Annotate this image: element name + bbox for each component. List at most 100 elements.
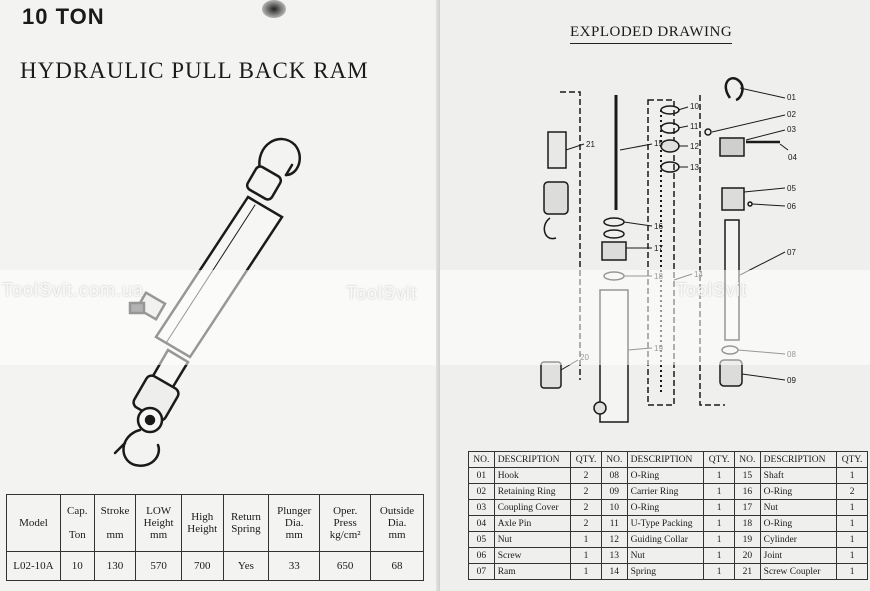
part-description-cell: Cylinder — [759, 531, 838, 548]
part-qty-cell: 1 — [703, 563, 735, 580]
part-description-cell: Retaining Ring — [493, 483, 572, 500]
part-number-cell: 01 — [468, 467, 495, 484]
callout-15: 15 — [654, 139, 663, 148]
col-plunger-dia: Plunger Dia.mm — [268, 494, 321, 552]
part-description-cell: Spring — [626, 563, 705, 580]
callout-01: 01 — [787, 93, 796, 102]
part-description-cell: Ram — [493, 563, 572, 580]
part-number-cell: 04 — [468, 515, 495, 532]
part-qty-cell: 1 — [570, 563, 602, 580]
part-qty-cell: 2 — [570, 499, 602, 516]
part-description-cell: Coupling Cover — [493, 499, 572, 516]
part-number-cell: 05 — [468, 531, 495, 548]
ink-smudge — [262, 0, 286, 18]
part-description-cell: Carrier Ring — [626, 483, 705, 500]
callout-12: 12 — [690, 142, 699, 151]
part-qty-cell: 2 — [836, 483, 868, 500]
callout-21: 21 — [586, 140, 595, 149]
callout-04: 04 — [788, 153, 797, 162]
part-description-cell: Hook — [493, 467, 572, 484]
part-number-cell: 09 — [600, 483, 628, 500]
callout-17: 17 — [654, 244, 663, 253]
callout-11: 11 — [690, 122, 699, 131]
part-number-cell: 03 — [468, 499, 495, 516]
part-number-cell: 07 — [468, 563, 495, 580]
part-qty-cell: 1 — [703, 515, 735, 532]
part-qty-cell: 1 — [836, 547, 868, 564]
col-cap: Cap.Ton — [59, 494, 95, 552]
part-number-cell: 16 — [733, 483, 761, 500]
callout-02: 02 — [787, 110, 796, 119]
part-qty-cell: 1 — [570, 547, 602, 564]
part-description-cell: O-Ring — [626, 467, 705, 484]
parts-header-cell: QTY. — [570, 451, 602, 468]
col-model: Model — [6, 494, 61, 552]
callout-07: 07 — [787, 248, 796, 257]
right-page: EXPLODED DRAWING — [440, 0, 870, 591]
capacity-heading: 10 TON — [22, 4, 105, 29]
part-number-cell: 12 — [600, 531, 628, 548]
part-number-cell: 02 — [468, 483, 495, 500]
part-number-cell: 19 — [733, 531, 761, 548]
parts-header-cell: NO. — [733, 451, 761, 468]
part-number-cell: 21 — [733, 563, 761, 580]
part-description-cell: Nut — [759, 499, 838, 516]
part-number-cell: 13 — [600, 547, 628, 564]
part-description-cell: Joint — [759, 547, 838, 564]
exploded-drawing-title: EXPLODED DRAWING — [570, 24, 733, 44]
part-qty-cell: 1 — [703, 483, 735, 500]
part-description-cell: Screw — [493, 547, 572, 564]
scan-highlight-band — [440, 270, 870, 365]
part-description-cell: Nut — [626, 547, 705, 564]
scan-highlight-band — [0, 270, 440, 365]
part-qty-cell: 1 — [703, 467, 735, 484]
cell-stroke: 130 — [93, 551, 137, 581]
callout-13: 13 — [690, 163, 699, 172]
part-description-cell: O-Ring — [759, 483, 838, 500]
table-row: L02-10A 10 130 570 700 Yes 33 650 68 — [6, 551, 424, 581]
part-description-cell: Guiding Collar — [626, 531, 705, 548]
part-qty-cell: 1 — [836, 531, 868, 548]
part-qty-cell: 1 — [703, 547, 735, 564]
part-qty-cell: 1 — [703, 499, 735, 516]
part-number-cell: 14 — [600, 563, 628, 580]
part-description-cell: U-Type Packing — [626, 515, 705, 532]
col-return-spring: Return Spring — [222, 494, 270, 552]
part-description-cell: Shaft — [759, 467, 838, 484]
left-page: 10 TON HYDRAULIC PULL BACK RAM ToolSvit.… — [0, 0, 440, 581]
part-qty-cell: 2 — [570, 483, 602, 500]
callout-05: 05 — [787, 184, 796, 193]
part-qty-cell: 1 — [703, 531, 735, 548]
part-qty-cell: 1 — [836, 467, 868, 484]
parts-header-cell: DESCRIPTION — [626, 451, 705, 468]
page-title: HYDRAULIC PULL BACK RAM — [20, 58, 369, 83]
parts-header-cell: NO. — [468, 451, 495, 468]
part-number-cell: 06 — [468, 547, 495, 564]
callout-10: 10 — [690, 102, 699, 111]
part-description-cell: O-Ring — [759, 515, 838, 532]
col-high-height: High Height — [180, 494, 224, 552]
parts-header-cell: DESCRIPTION — [759, 451, 838, 468]
cell-return-spring: Yes — [222, 551, 270, 581]
part-qty-cell: 2 — [570, 467, 602, 484]
part-number-cell: 10 — [600, 499, 628, 516]
parts-header-cell: NO. — [600, 451, 628, 468]
part-description-cell: Axle Pin — [493, 515, 572, 532]
cell-model: L02-10A — [6, 551, 61, 581]
cell-high-height: 700 — [180, 551, 224, 581]
col-outside-dia: Outside Dia.mm — [370, 494, 424, 552]
cell-oper-press: 650 — [319, 551, 372, 581]
part-number-cell: 17 — [733, 499, 761, 516]
part-description-cell: O-Ring — [626, 499, 705, 516]
parts-header-cell: DESCRIPTION — [493, 451, 572, 468]
